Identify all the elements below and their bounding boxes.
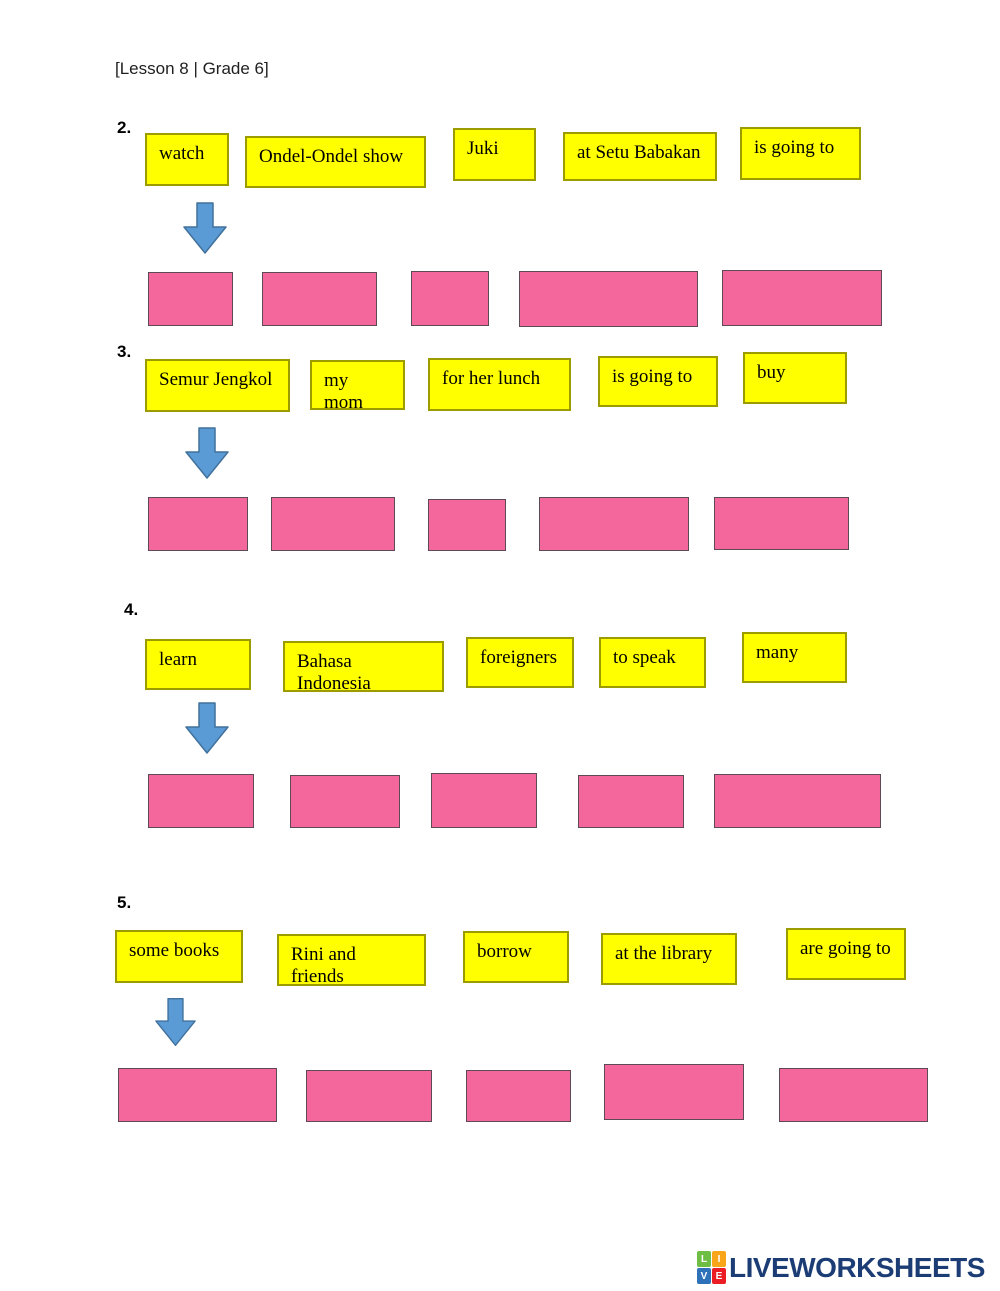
logo-letter-l: L (697, 1251, 711, 1267)
answer-slot[interactable] (539, 497, 689, 551)
word-box[interactable]: watch (145, 133, 229, 186)
section-number-4: 4. (124, 600, 139, 619)
word-box[interactable]: is going to (740, 127, 861, 180)
liveworksheets-logo-icon: L I V E (697, 1251, 726, 1284)
answer-slot[interactable] (118, 1068, 277, 1122)
word-box[interactable]: buy (743, 352, 847, 404)
word-box[interactable]: my mom (310, 360, 405, 413)
logo-letter-i: I (712, 1251, 726, 1267)
word-box[interactable]: many (742, 632, 847, 683)
answer-slot[interactable] (290, 775, 400, 828)
section-number-5: 5. (117, 893, 132, 912)
arrow-down-icon (183, 202, 227, 254)
word-box[interactable]: foreigners (466, 637, 574, 688)
word-box[interactable]: Rini and friends (277, 934, 426, 987)
brand-name: LIVEWORKSHEETS (729, 1251, 985, 1283)
word-box[interactable]: Bahasa Indonesia (283, 641, 444, 694)
answer-slot[interactable] (148, 774, 254, 828)
word-box[interactable]: for her lunch (428, 358, 571, 411)
word-box[interactable]: learn (145, 639, 251, 690)
logo-letter-v: V (697, 1268, 711, 1284)
word-box[interactable]: borrow (463, 931, 569, 983)
answer-slot[interactable] (714, 497, 849, 550)
answer-slot[interactable] (411, 271, 489, 326)
answer-slot[interactable] (722, 270, 882, 326)
answer-slot[interactable] (578, 775, 684, 828)
page-title: [Lesson 8 | Grade 6] (115, 59, 269, 78)
word-box[interactable]: at Setu Babakan (563, 132, 717, 181)
answer-slot[interactable] (466, 1070, 571, 1122)
word-box[interactable]: is going to (598, 356, 718, 407)
answer-slot[interactable] (262, 272, 377, 326)
arrow-down-icon (155, 998, 196, 1046)
liveworksheets-footer: L I V E LIVEWORKSHEETS (697, 1251, 985, 1284)
answer-slot[interactable] (428, 499, 506, 551)
answer-slot[interactable] (431, 773, 537, 828)
section-number-3: 3. (117, 342, 132, 361)
answer-slot[interactable] (306, 1070, 432, 1122)
answer-slot[interactable] (604, 1064, 744, 1120)
answer-slot[interactable] (779, 1068, 928, 1122)
word-box[interactable]: at the library (601, 933, 737, 985)
answer-slot[interactable] (714, 774, 881, 828)
arrow-down-icon (185, 702, 229, 754)
arrow-down-icon (185, 427, 229, 479)
word-box[interactable]: Ondel-Ondel show (245, 136, 426, 188)
word-box[interactable]: Juki (453, 128, 536, 181)
answer-slot[interactable] (271, 497, 395, 551)
section-number-2: 2. (117, 118, 132, 137)
word-box[interactable]: some books (115, 930, 243, 983)
answer-slot[interactable] (148, 497, 248, 551)
answer-slot[interactable] (148, 272, 233, 326)
word-box[interactable]: are going to (786, 928, 906, 980)
logo-letter-e: E (712, 1268, 726, 1284)
word-box[interactable]: to speak (599, 637, 706, 688)
word-box[interactable]: Semur Jengkol (145, 359, 290, 412)
answer-slot[interactable] (519, 271, 698, 327)
